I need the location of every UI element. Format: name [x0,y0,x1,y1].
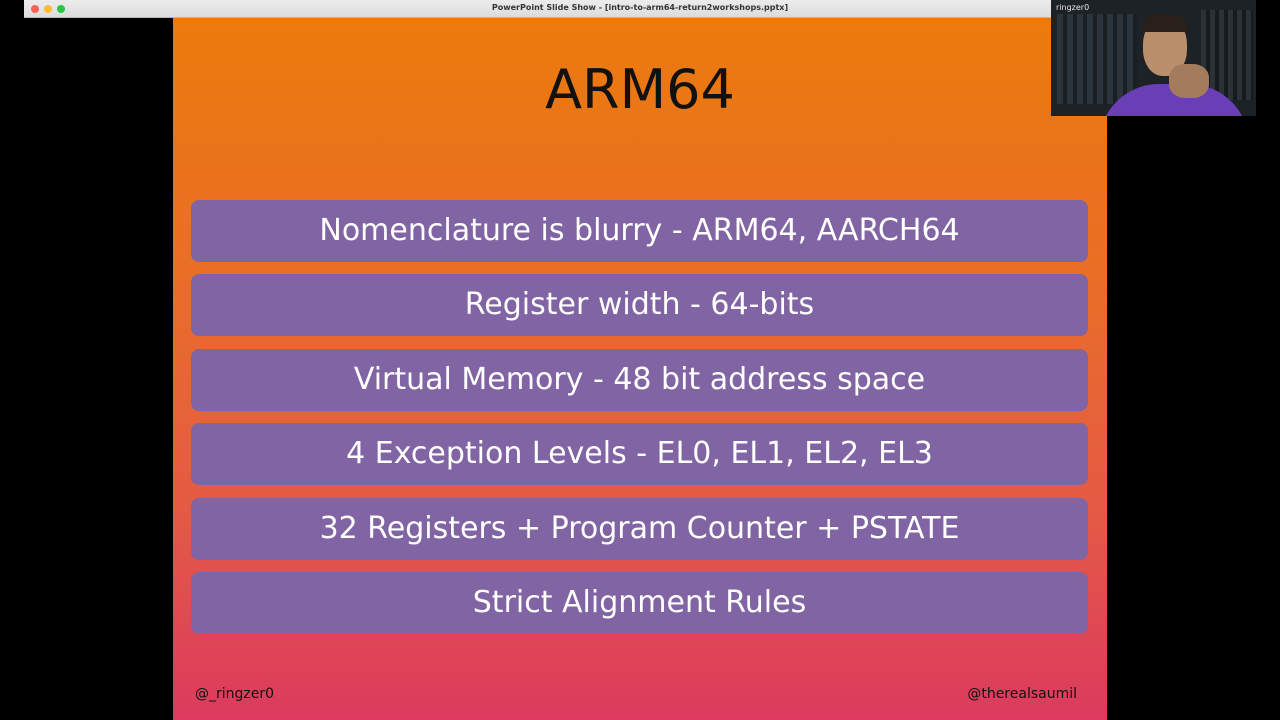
participant-name-label: ringzer0 [1056,3,1090,12]
letterbox-right [1107,116,1280,720]
letterbox-left [0,18,173,720]
presenter-hair [1143,14,1187,32]
footer-handle-right: @therealsaumil [967,686,1077,702]
webcam-background [1057,14,1137,104]
presenter-hand [1169,64,1209,98]
webcam-background [1201,10,1253,100]
slide-title: ARM64 [545,58,735,121]
bullet-box: 32 Registers + Program Counter + PSTATE [191,498,1088,560]
footer-handle-left: @_ringzer0 [195,686,275,702]
bullet-box: Virtual Memory - 48 bit address space [191,349,1088,411]
bullet-box: Nomenclature is blurry - ARM64, AARCH64 [191,200,1088,262]
close-window-button[interactable] [31,5,39,13]
bullet-box: 4 Exception Levels - EL0, EL1, EL2, EL3 [191,423,1088,485]
minimize-window-button[interactable] [44,5,52,13]
slide[interactable]: ARM64 Nomenclature is blurry - ARM64, AA… [173,18,1107,720]
window-title-bar: PowerPoint Slide Show - [intro-to-arm64-… [24,0,1256,18]
bullet-box: Strict Alignment Rules [191,572,1088,634]
bullet-box: Register width - 64-bits [191,274,1088,336]
window-title: PowerPoint Slide Show - [intro-to-arm64-… [491,3,789,12]
maximize-window-button[interactable] [57,5,65,13]
webcam-video-tile: ringzer0 [1051,0,1256,116]
